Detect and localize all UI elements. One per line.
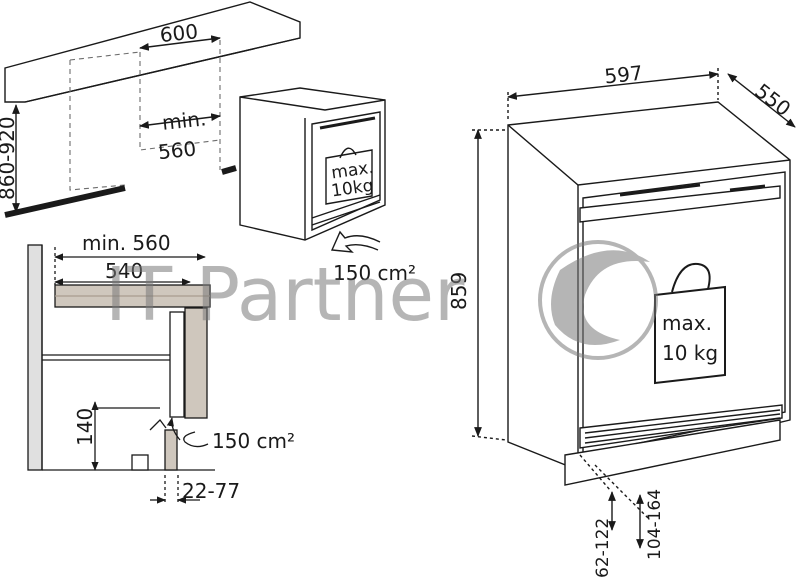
main-depth-label: 550: [750, 79, 795, 121]
top-vent-label: 150 cm²: [333, 261, 416, 285]
appliance-small: [239, 87, 386, 253]
depth-label: 540: [105, 259, 143, 283]
appliance-main: [471, 68, 796, 549]
main-width-label: 597: [603, 61, 643, 89]
watermark-logo: [538, 240, 658, 360]
side-section-view: [27, 244, 215, 505]
top-width-label: 600: [159, 19, 199, 47]
min-depth-label: min. 560: [82, 231, 171, 255]
plinth-label-b: 104-164: [645, 489, 665, 560]
niche-view: [4, 1, 386, 253]
top-height-label: 860-920: [0, 116, 19, 200]
min-width-value: 560: [157, 136, 197, 164]
plinth-height-label: 140: [73, 408, 97, 446]
main-weight-label-2: 10 kg: [662, 341, 718, 365]
min-width-label: min.: [161, 106, 207, 134]
gap-label: 22-77: [182, 479, 240, 503]
main-height-label: 859: [447, 272, 471, 310]
main-weight-label-1: max.: [662, 311, 712, 335]
plinth-label-a: 62-122: [593, 518, 613, 578]
watermark-text: IT Partner: [105, 252, 465, 338]
bottom-vent-label: 150 cm²: [212, 429, 295, 453]
